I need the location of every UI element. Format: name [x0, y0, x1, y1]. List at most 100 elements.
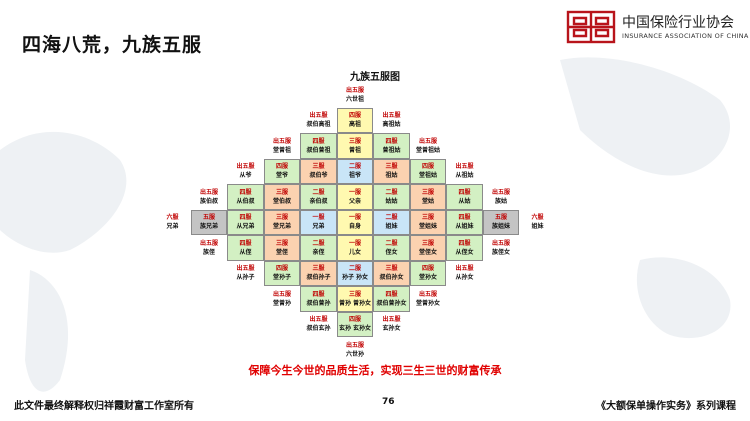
- kinship-cell: 四服玄孙 玄孙女: [336, 311, 374, 337]
- kinship-cell: 四服叔伯曾孙女: [373, 286, 410, 312]
- mourning-degree-label: 一服: [348, 239, 361, 247]
- kinship-cell: 出五服族侄: [191, 235, 228, 261]
- relative-label: 族伯叔: [199, 197, 218, 205]
- relative-label: 孙子 孙女: [341, 274, 369, 282]
- relative-label: 儿女: [348, 248, 361, 256]
- mourning-degree-label: 四服: [385, 290, 398, 298]
- mourning-degree-label: 三服: [385, 265, 398, 273]
- kinship-cell: 二服侄女: [373, 235, 410, 261]
- relative-label: 族侄: [202, 248, 215, 256]
- mourning-degree-label: 三服: [312, 265, 325, 273]
- mourning-degree-label: 三服: [421, 188, 434, 196]
- kinship-cell: 三服堂姑: [409, 184, 447, 210]
- kinship-cell: 出五服堂曾祖: [264, 133, 301, 159]
- mourning-degree-label: 二服: [385, 239, 398, 247]
- kinship-cell: 四服曾祖姑: [373, 133, 410, 159]
- mourning-degree-label: 四服: [239, 188, 252, 196]
- relative-label: 堂曾祖姑: [415, 146, 440, 154]
- mourning-degree-label: 四服: [239, 239, 252, 247]
- relative-label: 叔伯曾孙女: [376, 299, 407, 307]
- relative-label: 叔伯曾孙: [306, 299, 331, 307]
- relative-label: 从伯叔: [236, 197, 255, 205]
- kinship-cell: 三服曾祖: [336, 133, 374, 159]
- mourning-degree-label: 出五服: [309, 316, 328, 324]
- mourning-degree-label: 四服: [385, 137, 398, 145]
- relative-label: 从侄: [239, 248, 252, 256]
- relative-label: 堂曾孙: [272, 299, 291, 307]
- kinship-cell: 一服儿女: [336, 235, 374, 261]
- relative-label: 父亲: [348, 197, 361, 205]
- kinship-cell: 四服从姐妹: [446, 209, 483, 235]
- mourning-degree-label: 四服: [458, 188, 471, 196]
- relative-label: 从姑: [458, 197, 471, 205]
- relative-label: 从爷: [239, 172, 252, 180]
- relative-label: 族兄弟: [199, 223, 218, 231]
- relative-label: 祖姑: [385, 172, 398, 180]
- kinship-cell: 二服姑姑: [373, 184, 410, 210]
- relative-label: 叔伯爷: [309, 172, 328, 180]
- mourning-degree-label: 一服: [312, 214, 325, 222]
- relative-label: 玄孙 玄孙女: [338, 325, 372, 333]
- mourning-degree-label: 出五服: [418, 137, 437, 145]
- kinship-cell: 四服堂孙女: [409, 260, 447, 286]
- kinship-cell: 四服叔伯曾祖: [300, 133, 337, 159]
- relative-label: 堂孙女: [418, 274, 437, 282]
- relative-label: 亲侄: [312, 248, 325, 256]
- kinship-cell: 出五服高祖姑: [373, 108, 410, 134]
- relative-label: 兄弟: [166, 223, 179, 231]
- mourning-degree-label: 出五服: [418, 290, 437, 298]
- kinship-cell: 二服亲侄: [300, 235, 337, 261]
- association-emblem-icon: [566, 10, 616, 44]
- mourning-degree-label: 二服: [312, 188, 325, 196]
- mourning-degree-label: 出五服: [455, 265, 474, 273]
- logo-name-chinese: 中国保险行业协会: [622, 15, 734, 31]
- relative-label: 亲伯叔: [309, 197, 328, 205]
- mourning-degree-label: 四服: [312, 137, 325, 145]
- mourning-degree-label: 四服: [421, 163, 434, 171]
- mourning-degree-label: 出五服: [382, 316, 401, 324]
- mourning-degree-label: 五服: [202, 214, 215, 222]
- mourning-degree-label: 二服: [348, 265, 361, 273]
- kinship-cell: 四服从侄: [227, 235, 264, 261]
- relative-label: 玄孙女: [382, 325, 401, 333]
- relative-label: 叔伯曾祖: [306, 146, 331, 154]
- kinship-cell: 四服堂祖姑: [409, 158, 447, 184]
- relative-label: 高祖姑: [382, 121, 401, 129]
- kinship-cell: 出五服从祖姑: [446, 159, 483, 185]
- mourning-degree-label: 六服: [166, 214, 179, 222]
- relative-label: 族侄女: [491, 248, 510, 256]
- kinship-cell: 出五服玄孙女: [373, 312, 410, 338]
- mourning-degree-label: 一服: [348, 214, 361, 222]
- mourning-degree-label: 三服: [348, 290, 361, 298]
- footer-course-name: 《大额保单操作实务》系列课程: [596, 401, 736, 412]
- kinship-cell: 四服叔伯曾孙: [300, 286, 337, 312]
- relative-label: 自身: [348, 223, 361, 231]
- mourning-degree-label: 二服: [385, 214, 398, 222]
- kinship-cell: 四服从侄女: [446, 235, 483, 261]
- relative-label: 叔伯玄孙: [306, 325, 331, 333]
- kinship-cell: 一服自身: [336, 209, 374, 235]
- logo-name-english: INSURANCE ASSOCIATION OF CHINA: [622, 32, 749, 40]
- kinship-cell: 四服从伯叔: [227, 184, 264, 210]
- kinship-cell: 出五服从爷: [227, 159, 264, 185]
- kinship-cell: 二服祖爷: [336, 158, 374, 184]
- mourning-degree-label: 三服: [421, 214, 434, 222]
- relative-label: 族姐妹: [491, 223, 510, 231]
- kinship-cell: 三服堂兄弟: [263, 209, 301, 235]
- kinship-cell: 三服曾孙 曾孙女: [336, 286, 374, 312]
- mourning-degree-label: 出五服: [272, 137, 291, 145]
- kinship-cell: 出五服六世孙: [337, 337, 374, 363]
- kinship-cell: 出五服堂曾孙女: [410, 286, 447, 312]
- mourning-degree-label: 出五服: [455, 163, 474, 171]
- relative-label: 祖爷: [348, 172, 361, 180]
- kinship-cell: 二服姐妹: [373, 209, 410, 235]
- kinship-cell: 出五服从孙子: [227, 261, 264, 287]
- relative-label: 叔伯孙女: [379, 274, 404, 282]
- mourning-degree-label: 出五服: [345, 341, 364, 349]
- kinship-cell: 三服堂伯叔: [263, 184, 301, 210]
- relative-label: 六世祖: [345, 95, 364, 103]
- kinship-cell: 四服堂孙子: [263, 260, 301, 286]
- mourning-degree-label: 出五服: [199, 188, 218, 196]
- kinship-cell: 三服堂侄: [263, 235, 301, 261]
- kinship-cell: 四服从兄弟: [227, 209, 264, 235]
